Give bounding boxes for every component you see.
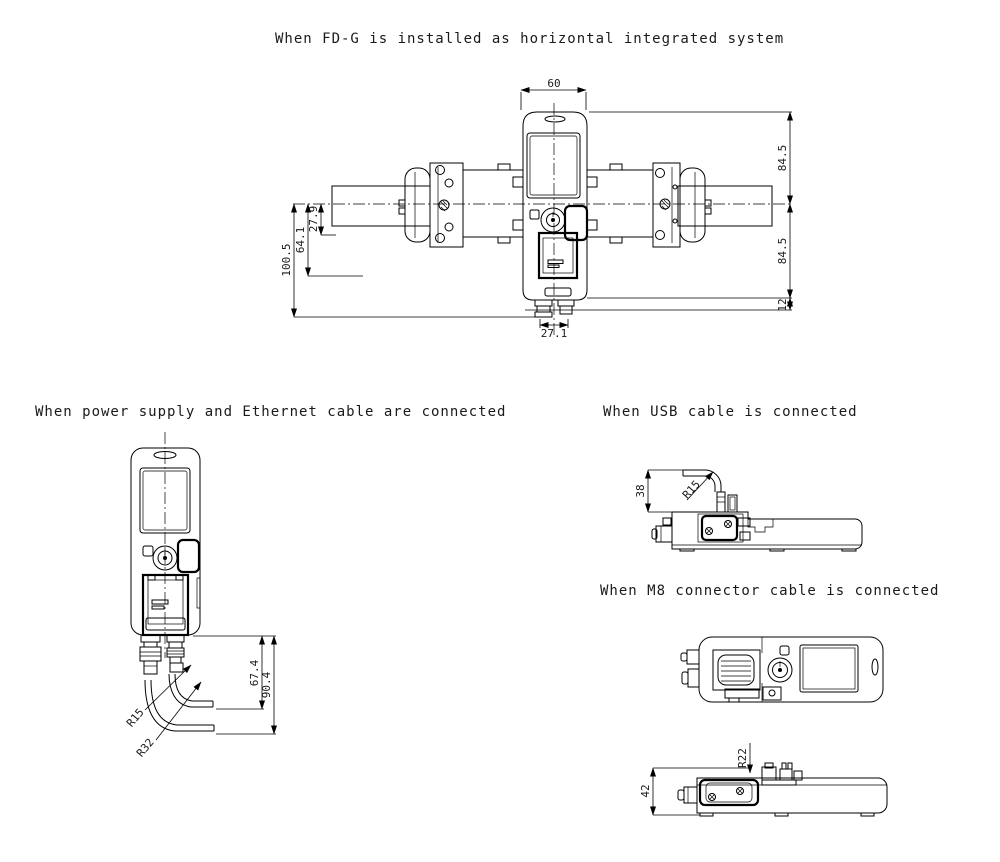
mode-button bbox=[142, 545, 154, 557]
view-m8-top bbox=[680, 636, 884, 703]
dim-m8-height: 42 bbox=[639, 767, 750, 816]
foot bbox=[774, 812, 789, 817]
dim-label-usb-r15: R15 bbox=[680, 478, 703, 501]
view-m8-side: R22 42 bbox=[639, 743, 888, 817]
sensor-body-front bbox=[130, 447, 201, 637]
power-connector bbox=[139, 634, 162, 675]
dim-top-width: 60 bbox=[520, 77, 587, 110]
indicator-lamp bbox=[871, 658, 879, 676]
mode-button bbox=[779, 645, 790, 656]
dim-label-right-lower: 84.5 bbox=[776, 238, 789, 265]
dim-left-stack: 27.9 64.1 100.5 bbox=[280, 203, 543, 318]
m8-connectors-top bbox=[680, 649, 700, 688]
sensor-body-top bbox=[698, 636, 884, 703]
foot bbox=[679, 548, 695, 552]
screw-hatched-left bbox=[438, 199, 450, 212]
dim-bottom-width: 27.1 bbox=[539, 319, 569, 340]
foot bbox=[699, 812, 714, 817]
foot bbox=[841, 548, 857, 552]
sensor-body-side bbox=[677, 762, 888, 817]
clamp-assembly-left bbox=[398, 162, 524, 248]
screw-hatched-right bbox=[659, 198, 671, 211]
dim-usb-height: 38 bbox=[634, 469, 683, 513]
dim-label-38: 38 bbox=[634, 484, 647, 497]
title-usb: When USB cable is connected bbox=[603, 404, 858, 420]
dim-label-r22: R22 bbox=[736, 748, 749, 768]
dim-label-60: 60 bbox=[547, 77, 560, 90]
ethernet-connector bbox=[166, 634, 185, 673]
dim-label-90-4: 90.4 bbox=[260, 671, 273, 698]
side-latch bbox=[176, 538, 201, 574]
lower-connector-bay bbox=[141, 573, 190, 637]
dim-label-r15: R15 bbox=[124, 706, 147, 730]
side-connector bbox=[677, 786, 698, 804]
dim-right-stack: 84.5 84.5 12 bbox=[525, 111, 793, 312]
title-horizontal-system: When FD-G is installed as horizontal int… bbox=[275, 31, 785, 47]
clamp-block-top bbox=[712, 649, 761, 691]
dim-cable-heights: 67.4 90.4 bbox=[193, 635, 277, 735]
ethernet-cable-r15 bbox=[168, 673, 214, 708]
m8-connectors-up bbox=[761, 762, 803, 786]
radius-callout-r22: R22 bbox=[736, 743, 753, 774]
lower-connector-bay bbox=[537, 231, 579, 297]
side-tab bbox=[196, 577, 201, 609]
dim-label-left-d2: 64.1 bbox=[294, 227, 307, 254]
clamp-lower-tabs bbox=[724, 686, 782, 703]
side-connector bbox=[651, 517, 673, 543]
sensor-body-side bbox=[651, 511, 863, 552]
display-screen bbox=[526, 132, 581, 199]
dim-label-27-1: 27.1 bbox=[541, 327, 568, 340]
clamp-block-side bbox=[698, 778, 760, 807]
dim-label-left-d1: 27.9 bbox=[307, 206, 320, 233]
power-dial bbox=[767, 657, 793, 683]
indicator-lamp bbox=[544, 115, 566, 123]
view-power-ethernet: R15 R32 67.4 90.4 bbox=[124, 432, 277, 760]
radius-callout-r15: R15 bbox=[124, 664, 192, 730]
title-power-ethernet: When power supply and Ethernet cable are… bbox=[35, 404, 507, 420]
dim-label-right-upper: 84.5 bbox=[776, 145, 789, 172]
mount-notch bbox=[747, 519, 774, 533]
clamp-block-side bbox=[697, 513, 751, 543]
foot bbox=[769, 548, 785, 552]
radius-callout-r32: R32 bbox=[134, 681, 202, 760]
clamp-assembly-right bbox=[586, 162, 712, 248]
title-m8: When M8 connector cable is connected bbox=[600, 583, 940, 599]
sensor-body-front bbox=[522, 111, 589, 318]
view-usb: R15 38 bbox=[634, 469, 863, 552]
dim-label-67-4: 67.4 bbox=[248, 659, 261, 686]
usb-plug bbox=[716, 491, 738, 513]
view-horizontal-system: 60 84.5 84.5 12 27.9 64.1 100.5 bbox=[280, 77, 793, 340]
pipe-right bbox=[677, 185, 773, 227]
mode-button bbox=[529, 209, 540, 220]
dim-label-r32: R32 bbox=[134, 736, 157, 760]
bottom-connectors bbox=[534, 299, 575, 318]
display-screen bbox=[799, 644, 859, 693]
dim-label-right-offset: 12 bbox=[776, 298, 789, 311]
power-cable-r32 bbox=[144, 679, 215, 732]
dim-label-left-d3: 100.5 bbox=[280, 243, 293, 276]
dim-label-42: 42 bbox=[639, 784, 652, 797]
foot bbox=[860, 812, 875, 817]
